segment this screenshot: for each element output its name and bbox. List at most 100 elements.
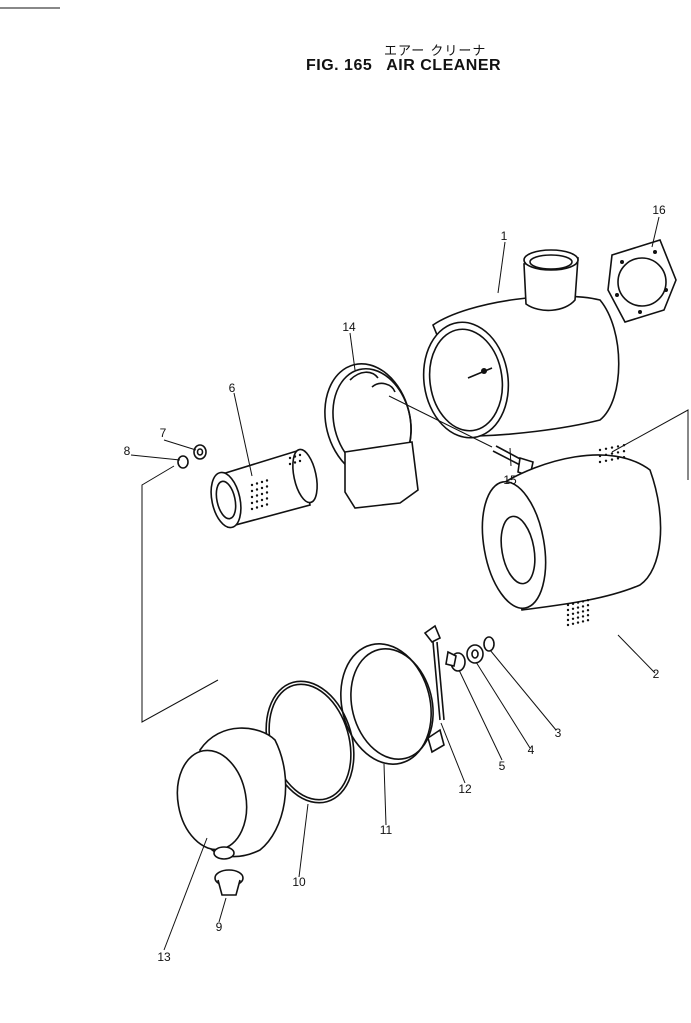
assembly-lines: [141, 395, 689, 723]
callout-15: 15: [503, 473, 517, 487]
perforation-dot: [616, 445, 620, 448]
part-12-indicator-rod: [423, 624, 445, 721]
callout-10: 10: [292, 875, 306, 889]
callout-11: 11: [380, 823, 393, 837]
perforation-dot: [610, 458, 614, 461]
perforation-dot: [255, 500, 259, 503]
perforation-dot: [581, 600, 585, 603]
part-11-band-clamp: [340, 643, 445, 765]
callout-2: 2: [653, 667, 660, 681]
perforation-dot: [250, 483, 254, 487]
part-4-washer: [466, 644, 484, 664]
perforation-dot: [571, 617, 575, 620]
perforation-dot: [571, 612, 575, 615]
perforation-dot: [250, 489, 254, 493]
perforation-dot: [604, 453, 608, 456]
part-5-wing-nut: [445, 650, 466, 672]
perforation-dot: [566, 608, 570, 612]
callout-5: 5: [499, 759, 506, 773]
perforation-dot: [298, 459, 302, 463]
perforation-dot: [566, 623, 570, 627]
perforation-dot: [598, 460, 602, 464]
perforation-dot: [298, 453, 302, 457]
perforation-dot: [260, 480, 264, 484]
perforation-dot: [571, 622, 575, 625]
perforation-dot: [586, 599, 590, 602]
perforation-dot: [265, 485, 269, 488]
perforation-dot: [610, 452, 614, 455]
perforation-dot: [586, 614, 590, 617]
perforation-dot: [250, 507, 254, 511]
perforation-dot: [293, 461, 297, 464]
perforation-dot: [260, 498, 264, 502]
perforation-dot: [265, 479, 269, 482]
part-16-gasket: [607, 239, 677, 323]
perforation-dot: [604, 459, 608, 462]
figure-title-japanese: エアー クリーナ: [384, 44, 487, 59]
perforation-dot: [260, 504, 264, 508]
perforation-dot: [622, 450, 626, 453]
perforation-dot: [293, 455, 297, 458]
perforation-dot: [265, 491, 269, 494]
perforation-dot: [255, 482, 259, 485]
perforation-dot: [265, 497, 269, 500]
callout-8: 8: [124, 444, 131, 458]
figure-title: FIG. 165 AIR CLEANER: [306, 57, 501, 75]
leader-lines: [130, 216, 660, 951]
part-8-nut: [177, 455, 189, 469]
perforation-dot: [581, 610, 585, 613]
perforation-dot: [581, 615, 585, 618]
perforation-dot: [566, 603, 570, 607]
perforation-dot: [581, 605, 585, 608]
callout-4: 4: [528, 743, 535, 757]
perforation-dot: [288, 462, 292, 466]
part-6-inner-filter: [210, 448, 318, 529]
perforation-dot: [616, 457, 620, 460]
figure-name: AIR CLEANER: [386, 57, 502, 74]
perforation-dot: [255, 506, 259, 509]
perforation-dot: [576, 601, 580, 604]
perforation-dot: [604, 447, 608, 450]
perforation-dot: [576, 616, 580, 619]
callout-3: 3: [555, 726, 562, 740]
figure-number: FIG. 165: [306, 57, 373, 74]
perforation-dot: [598, 448, 602, 452]
perforation-dot: [576, 611, 580, 614]
perforation-dot: [581, 620, 585, 623]
callout-12: 12: [458, 782, 472, 796]
part-3-seal: [483, 636, 495, 652]
perforation-dot: [610, 446, 614, 449]
perforation-dot: [566, 618, 570, 622]
perforation-dot: [260, 492, 264, 496]
perforation-dot: [255, 488, 259, 491]
perforation-dot: [576, 621, 580, 624]
perforation-dot: [586, 604, 590, 607]
part-1-cleaner-body: [422, 249, 620, 439]
part-14-band-clamp: [324, 363, 419, 509]
callout-14: 14: [342, 320, 356, 334]
part-13-dust-cup: [176, 727, 287, 860]
callout-16: 16: [652, 203, 666, 217]
part-2-outer-filter: [481, 444, 662, 627]
perforation-dot: [250, 501, 254, 505]
perforation-dot: [586, 609, 590, 612]
perforation-dot: [571, 607, 575, 610]
perforation-dot: [566, 613, 570, 617]
perforation-dot: [288, 456, 292, 460]
perforation-dot: [622, 456, 626, 459]
perforation-dot: [576, 606, 580, 609]
perforation-dot: [255, 494, 259, 497]
perforation-dot: [598, 454, 602, 458]
perforation-dot: [586, 619, 590, 622]
perforation-dot: [260, 486, 264, 490]
callout-labels: 1 2 3 4 5 6 7 8 9 10 11 12 13 14 15 16: [124, 203, 666, 964]
perforation-dot: [265, 503, 269, 506]
callout-6: 6: [229, 381, 236, 395]
callout-13: 13: [157, 950, 171, 964]
perforation-dot: [616, 451, 620, 454]
callout-9: 9: [216, 920, 223, 934]
callout-7: 7: [160, 426, 167, 440]
perforation-dot: [571, 602, 575, 605]
part-9-vacuator-valve: [214, 869, 244, 896]
